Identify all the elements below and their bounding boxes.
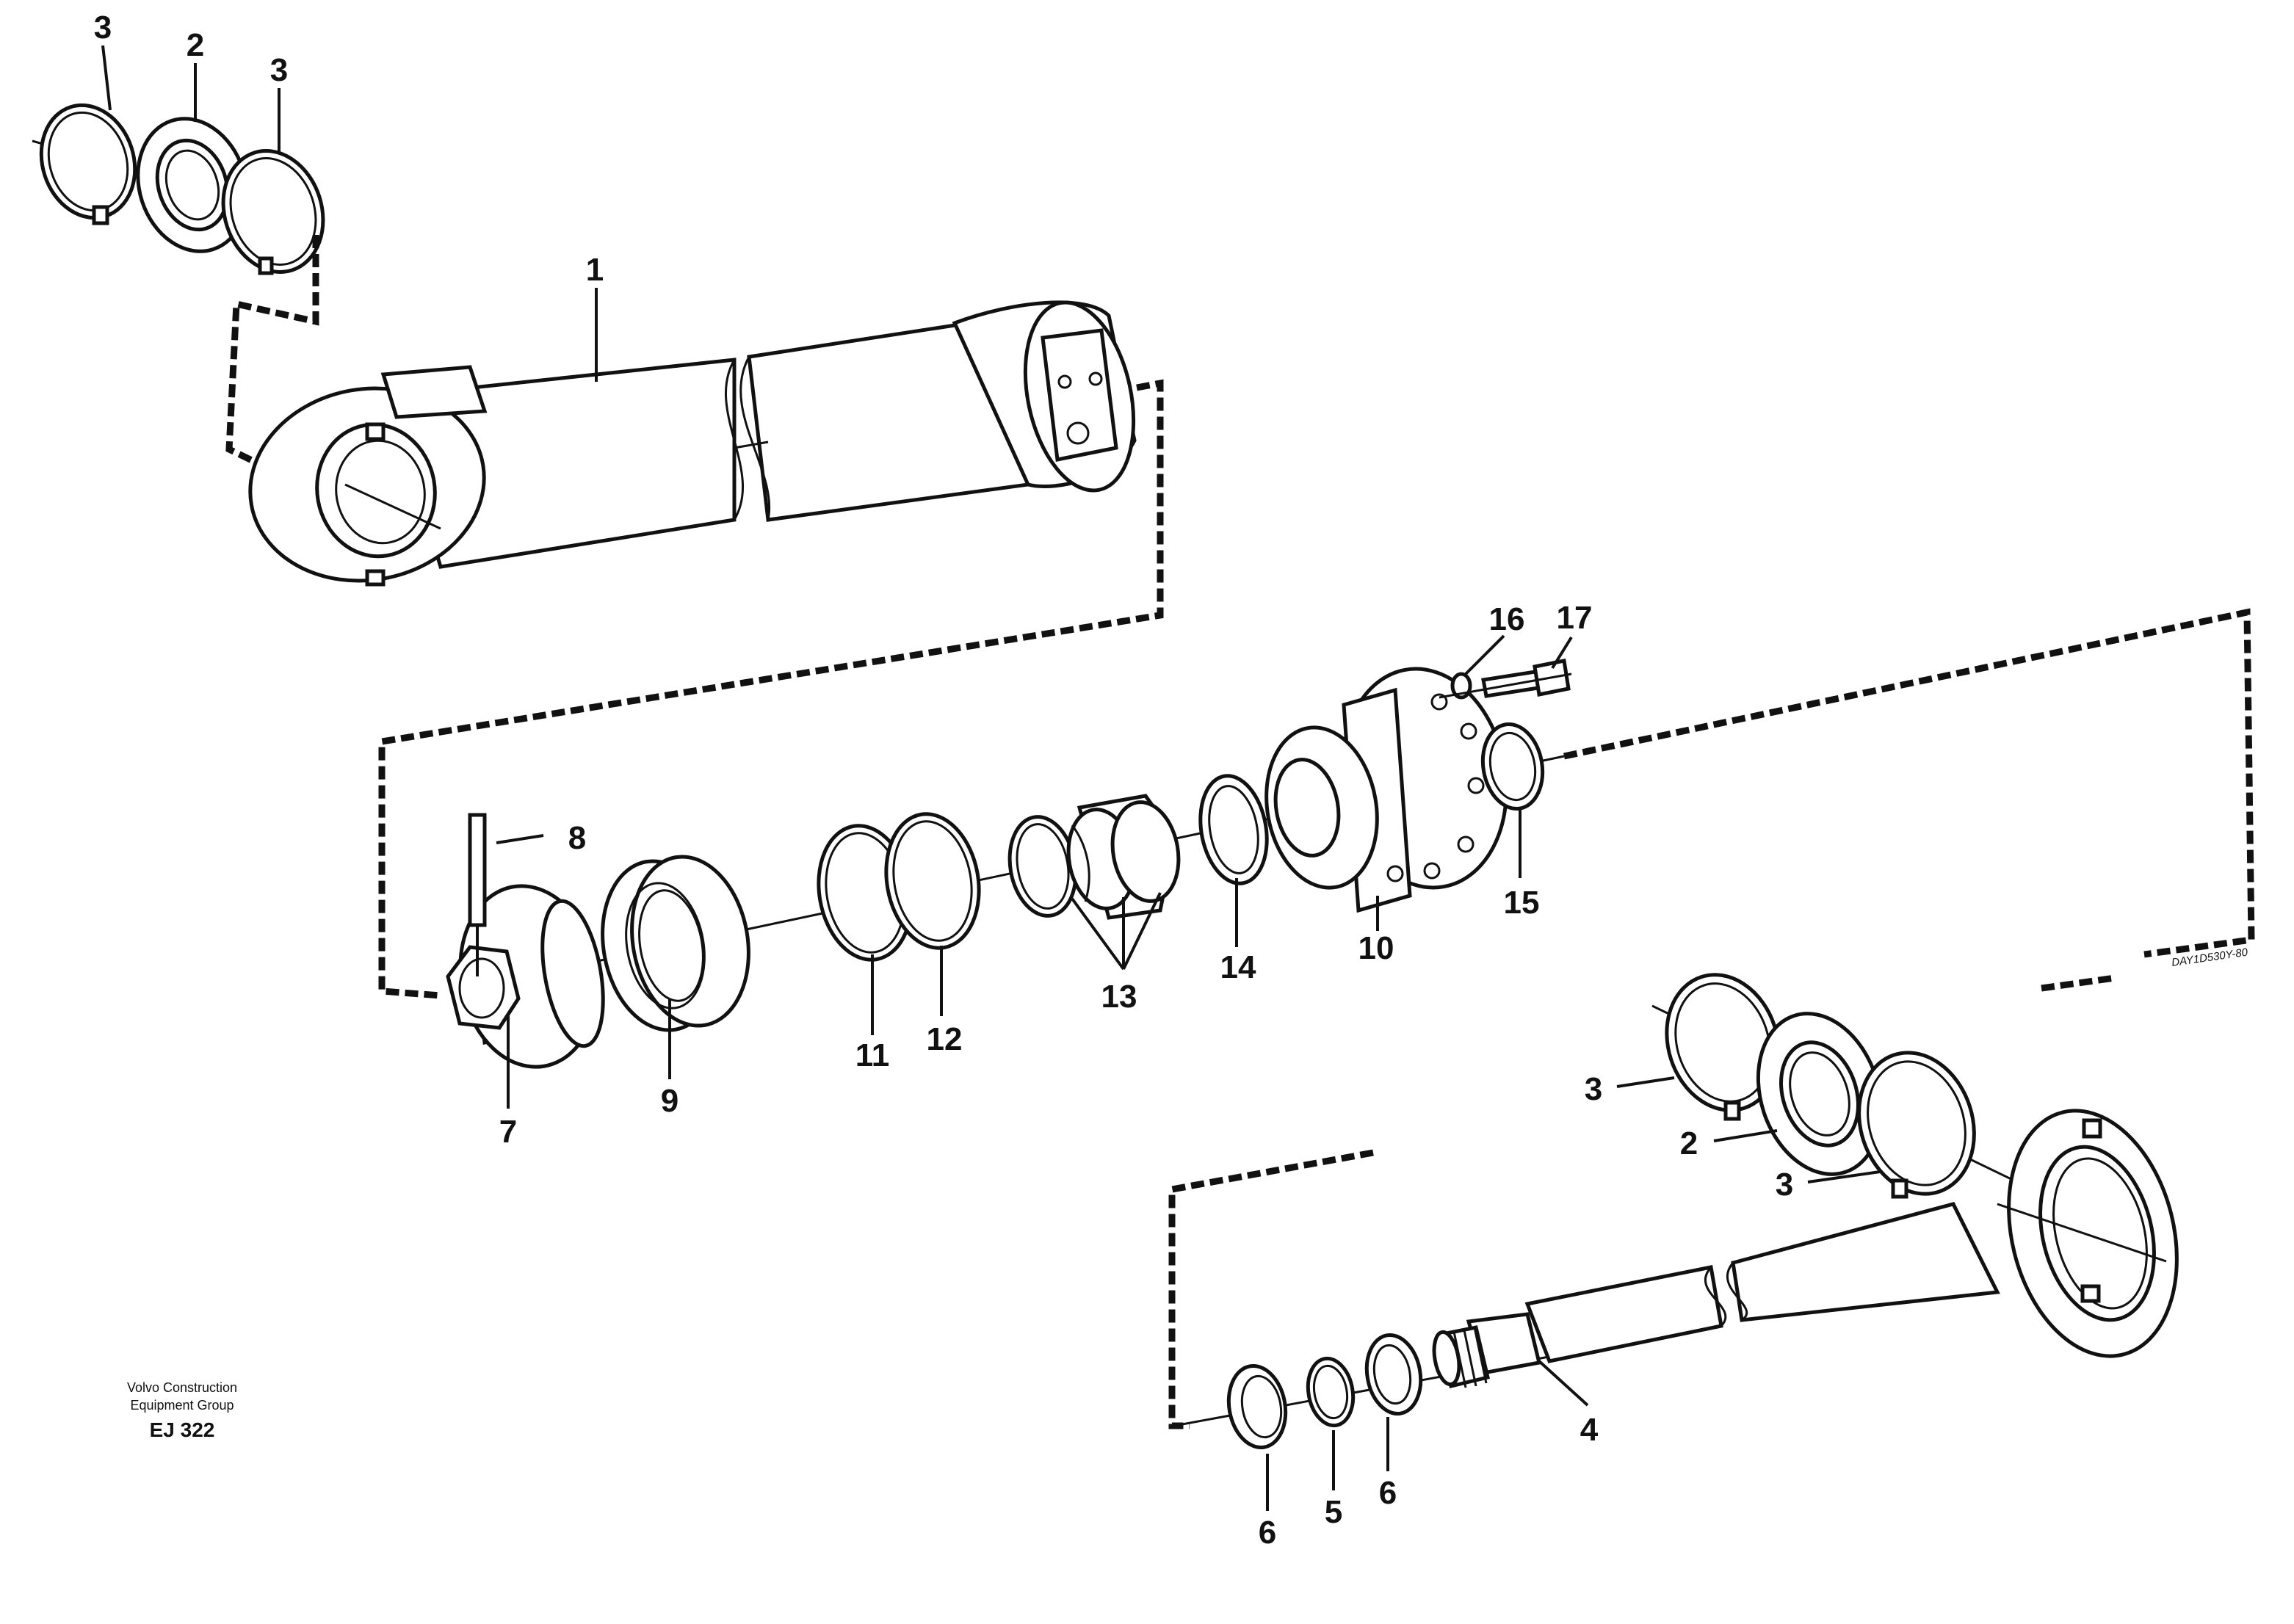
caption-line-1: Volvo Construction — [126, 1380, 238, 1395]
o-ring-5 — [1306, 1356, 1356, 1428]
callout-16: 16 — [1489, 601, 1525, 637]
callout-4: 4 — [1580, 1412, 1599, 1448]
callout-17: 17 — [1557, 600, 1593, 636]
circlip-rod-right — [1857, 1051, 1976, 1199]
cylinder-head-10 — [1264, 667, 1508, 913]
callout-2-rod: 2 — [1680, 1125, 1698, 1161]
piston-rod-4 — [1182, 1109, 2179, 1426]
guide-rings-13 — [1007, 794, 1181, 920]
piston-seal — [601, 855, 750, 1032]
callout-12: 12 — [927, 1021, 963, 1057]
callout-10: 10 — [1358, 930, 1394, 966]
seal-14 — [1198, 774, 1269, 885]
callout-3-top-left: 3 — [94, 10, 112, 46]
cylinder-tube — [248, 300, 1137, 587]
connector-dash-top — [225, 235, 319, 465]
callout-6-right: 6 — [1379, 1475, 1397, 1511]
publisher-caption: Volvo Construction Equipment Group EJ 32… — [87, 1379, 278, 1442]
callout-6-left: 6 — [1259, 1515, 1276, 1551]
callout-3-rod-lower: 3 — [1776, 1167, 1793, 1203]
callout-11: 11 — [855, 1037, 890, 1073]
caption-code: EJ 322 — [149, 1418, 215, 1441]
connector-dash-right-lower — [2041, 974, 2116, 992]
circlip-right-top — [221, 149, 325, 275]
circlip-left-top — [39, 103, 137, 225]
circlip-rod-left — [1665, 973, 1781, 1121]
leader-lines — [101, 45, 1881, 1511]
connector-dash-middle — [378, 379, 1164, 999]
backup-ring-12 — [884, 812, 981, 950]
piston-nut — [446, 813, 605, 1069]
callout-8: 8 — [568, 820, 586, 856]
callout-3-top-right: 3 — [270, 52, 288, 88]
screw-17-washer-16 — [1439, 659, 1572, 700]
connector-dash-bottom — [1168, 1149, 1374, 1429]
callout-1: 1 — [586, 252, 604, 288]
callout-2-top: 2 — [187, 27, 204, 63]
callout-7: 7 — [499, 1114, 517, 1150]
washer-6-right — [1364, 1333, 1423, 1416]
callout-13: 13 — [1101, 979, 1137, 1015]
callout-9: 9 — [661, 1083, 679, 1119]
caption-line-2: Equipment Group — [130, 1398, 234, 1413]
spherical-bearing-top — [136, 117, 249, 253]
rod-bearing-assembly — [1651, 973, 2164, 1254]
wiper-seal-15 — [1480, 722, 1545, 811]
connector-dash-right — [1563, 608, 2255, 958]
spherical-bearing-rod — [1756, 1012, 1884, 1176]
top-bearing-assembly — [32, 103, 325, 275]
callout-3-rod-upper: 3 — [1585, 1071, 1602, 1107]
callout-5: 5 — [1325, 1494, 1342, 1530]
washer-6-left — [1226, 1363, 1288, 1450]
callout-15: 15 — [1504, 885, 1540, 921]
callout-14: 14 — [1220, 949, 1256, 985]
callout-numbers: 3 2 3 1 8 7 9 11 12 13 14 10 15 16 17 3 … — [94, 10, 1793, 1551]
